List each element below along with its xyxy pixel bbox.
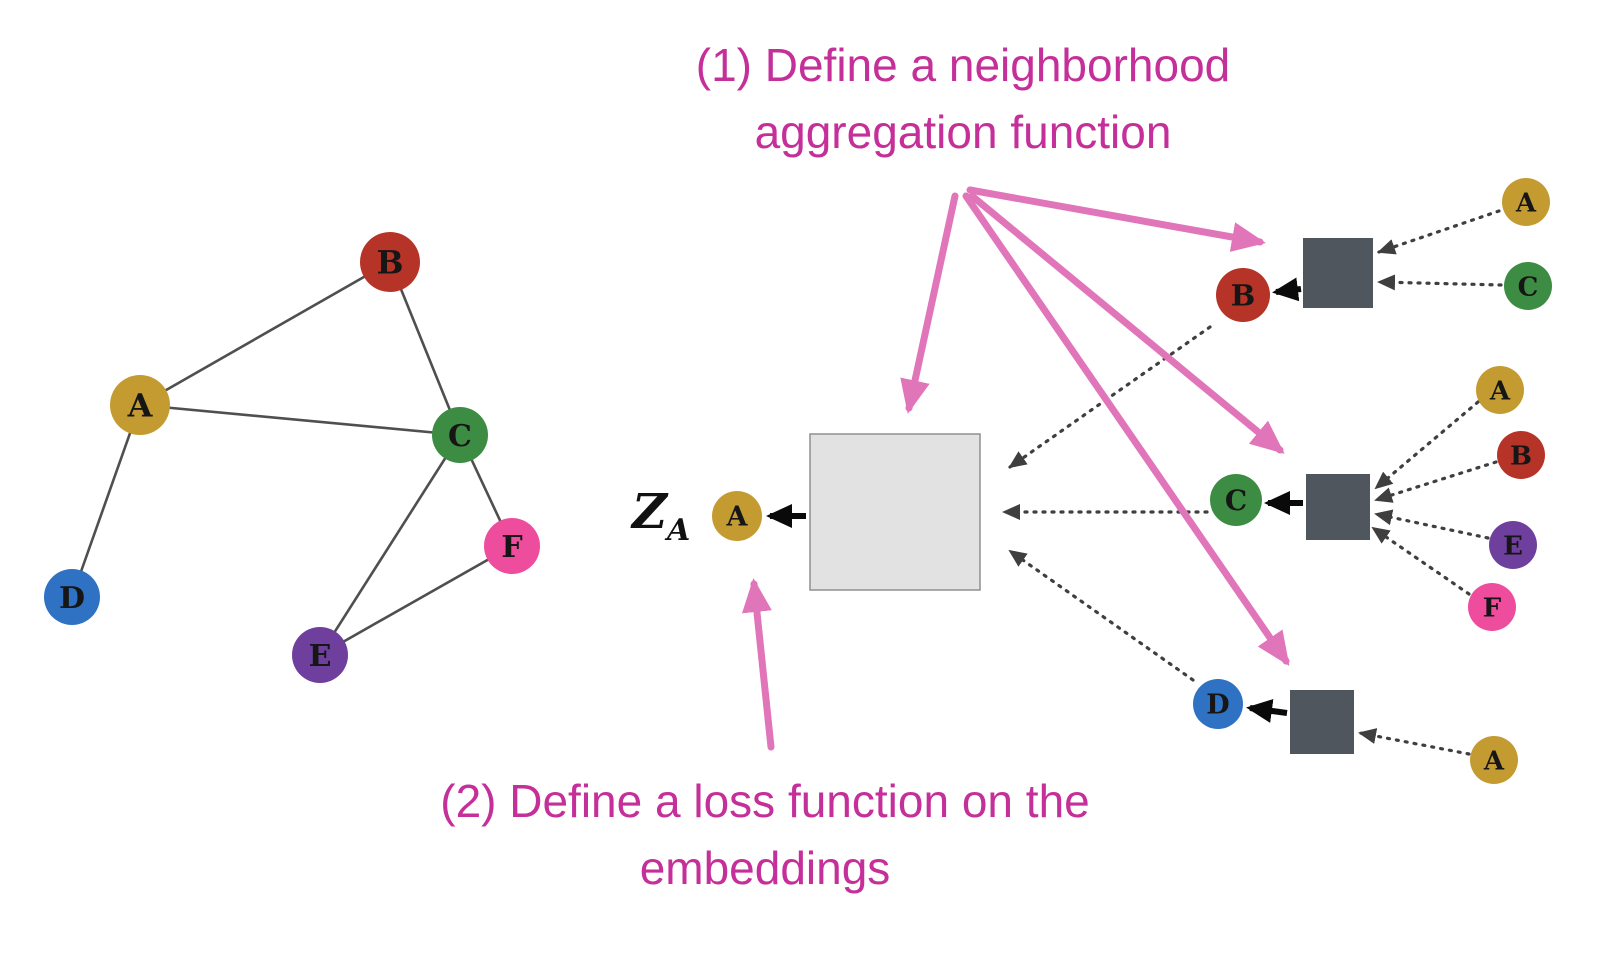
dotted-arrow-a-to-c-box	[1374, 400, 1480, 490]
dotted-arrow-c-to-b-box	[1377, 274, 1503, 291]
annotation-step1: (1) Define a neighborhood aggregation fu…	[598, 32, 1328, 166]
aggregator-box-d	[1290, 690, 1354, 754]
dotted-arrow-b-to-c-box	[1374, 460, 1498, 503]
aggregation-group-c: C A B E F	[1210, 366, 1545, 631]
aggregator-box-b	[1303, 238, 1373, 308]
left-graph: B A C F D E	[44, 232, 540, 683]
node-label-c: C	[448, 419, 472, 454]
node-label-c: C	[1518, 272, 1539, 302]
pink-arrow-step2	[741, 578, 775, 751]
dotted-arrow-to-aggregator-0	[1008, 325, 1212, 469]
right-node-d: D	[1193, 679, 1243, 729]
pink-arrow-step1-2	[968, 192, 1285, 454]
arrow-box-to-b	[1272, 277, 1302, 302]
dotted-arrow-to-aggregator-2	[1008, 549, 1195, 682]
input-node-a-for-d: A	[1470, 736, 1518, 784]
annotation-step2-line1: (2) Define a loss function on the	[440, 775, 1090, 827]
graph-edge-a-c	[139, 403, 461, 437]
annotation-step1-line1: (1) Define a neighborhood	[695, 39, 1231, 91]
pink-arrow-step1-0	[900, 192, 959, 414]
embedding-symbol-za: ZA	[632, 484, 690, 548]
graph-edge-a-b	[139, 260, 391, 407]
node-label-a: A	[1489, 376, 1511, 406]
graph-edge-c-e	[318, 434, 462, 656]
node-label-a: A	[726, 502, 749, 533]
node-label-d: D	[1206, 690, 1229, 721]
input-node-b-for-c: B	[1497, 431, 1545, 479]
node-label-b: B	[1510, 441, 1532, 471]
graph-edge-a-d	[70, 404, 142, 598]
node-label-f: F	[501, 530, 522, 565]
dotted-arrow-a-to-d-box	[1358, 728, 1471, 756]
pink-arrow-step1-1	[966, 186, 1266, 252]
graph-edge-e-f	[319, 544, 513, 657]
annotation-step2-line2: embeddings	[639, 842, 891, 895]
input-node-e-for-c: E	[1489, 521, 1537, 569]
left-node-d: D	[44, 569, 100, 625]
dotted-arrow-f-to-c-box	[1371, 526, 1471, 596]
aggregation-group-b: B A C	[1216, 178, 1552, 322]
input-node-a-for-c: A	[1476, 366, 1524, 414]
main-aggregator-box	[809, 433, 981, 591]
left-node-c: C	[432, 407, 488, 463]
dotted-arrow-e-to-c-box	[1374, 509, 1490, 540]
node-label-c: C	[1225, 484, 1247, 517]
pink-arrow-step1-3	[962, 192, 1290, 666]
input-node-a-for-b: A	[1502, 178, 1550, 226]
right-node-c: C	[1210, 474, 1262, 526]
left-node-b: B	[360, 232, 420, 292]
node-label-b: B	[376, 244, 403, 282]
node-label-d: D	[59, 581, 85, 616]
aggregator-box-c	[1306, 474, 1370, 540]
aggregation-group-d: DA	[1193, 679, 1518, 784]
node-label-e: E	[1503, 531, 1523, 561]
node-label-a: A	[127, 387, 154, 425]
graph-edge-b-c	[388, 261, 462, 436]
left-node-a: A	[110, 375, 170, 435]
embedding-node-a: A	[712, 491, 762, 541]
node-label-a: A	[1515, 188, 1537, 218]
node-label-a: A	[1483, 746, 1505, 776]
right-node-b: B	[1216, 268, 1270, 322]
node-label-b: B	[1231, 278, 1256, 312]
annotation-step2: (2) Define a loss function on the embedd…	[340, 768, 1190, 902]
dotted-arrow-a-to-b-box	[1377, 209, 1501, 255]
left-node-e: E	[292, 627, 348, 683]
input-node-c-for-b: C	[1504, 262, 1552, 310]
node-label-f: F	[1483, 593, 1502, 623]
annotation-step1-line2: aggregation function	[754, 106, 1172, 159]
embedding-symbol-sub-a: A	[667, 513, 691, 548]
arrow-box-to-d	[1246, 699, 1288, 723]
left-node-f: F	[484, 518, 540, 574]
input-node-f-for-c: F	[1468, 583, 1516, 631]
node-label-e: E	[309, 639, 332, 674]
embedding-symbol-z: Z	[632, 484, 668, 540]
